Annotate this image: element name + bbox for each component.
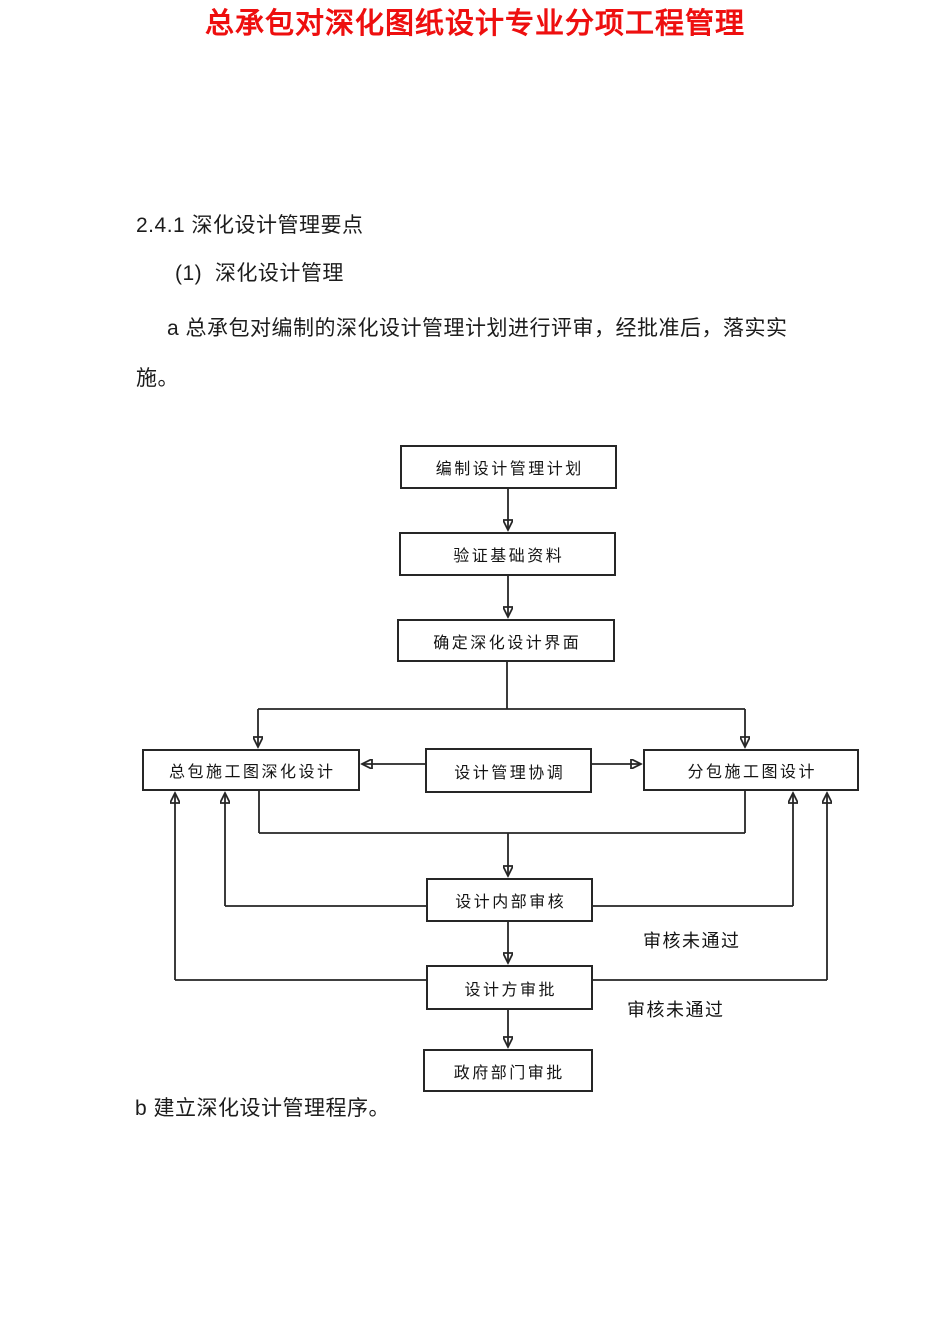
paragraph-a-line2: 施。 (136, 367, 179, 390)
paragraph-a-line1: a 总承包对编制的深化设计管理计划进行评审，经批准后，落实实 (167, 317, 788, 340)
document-title: 总承包对深化图纸设计专业分项工程管理 (204, 8, 745, 40)
label-review-not-passed-1: 审核未通过 (643, 931, 741, 951)
list-item-1: (1) 深化设计管理 (175, 262, 344, 285)
node-sub-shop-drawing-design: 分包施工图设计 (643, 749, 859, 791)
node-verify-base-data: 验证基础资料 (399, 532, 616, 576)
paragraph-b: b 建立深化设计管理程序。 (135, 1097, 391, 1120)
label-review-not-passed-2: 审核未通过 (627, 1000, 725, 1020)
node-design-coordination: 设计管理协调 (425, 748, 592, 793)
node-define-design-interface: 确定深化设计界面 (397, 619, 615, 662)
node-government-approval: 政府部门审批 (423, 1049, 593, 1092)
node-gc-shop-drawing-deepening: 总包施工图深化设计 (142, 749, 360, 791)
node-prepare-design-plan: 编制设计管理计划 (400, 445, 617, 489)
node-internal-design-review: 设计内部审核 (426, 878, 593, 922)
section-heading: 2.4.1 深化设计管理要点 (136, 214, 364, 237)
node-designer-approval: 设计方审批 (426, 965, 593, 1010)
